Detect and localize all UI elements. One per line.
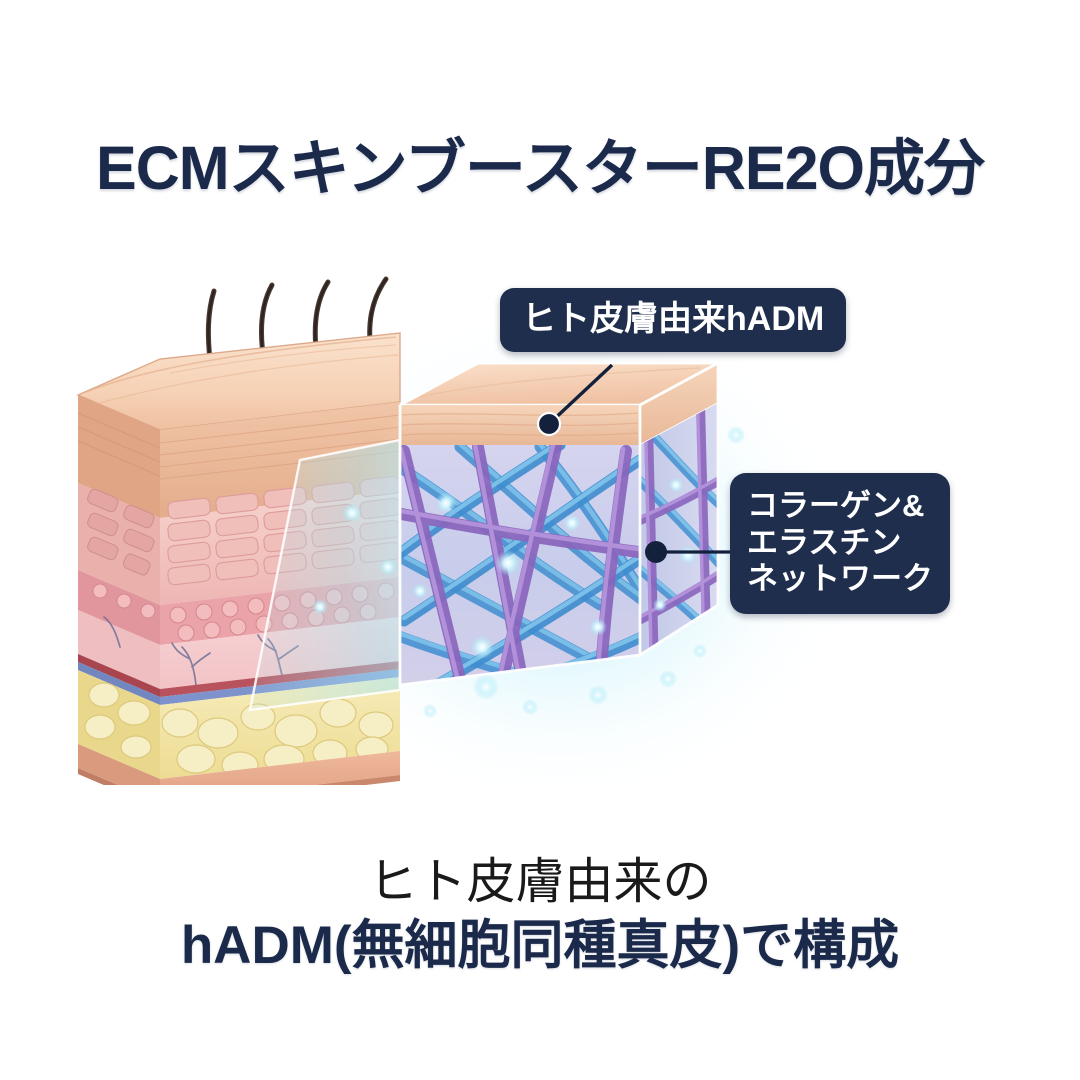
callout-network-line3: ネットワーク [747,561,933,597]
callout-leader-network [645,541,740,563]
caption-line-1: ヒト皮膚由来の [368,855,712,909]
hypodermis-base [78,744,400,785]
callout-network-line1: コラーゲン& [747,488,925,523]
callout-label-hadm[interactable]: ヒト皮膚由来hADM [500,288,847,353]
caption-line-2: hADM(無細胞同種真皮)で構成 [180,916,900,975]
skin-surface-top [76,332,401,431]
hair-group [205,276,389,378]
callout-label-network[interactable]: コラーゲン& エラスチン ネットワーク [730,473,950,614]
subcutaneous-fat-layer [78,670,400,779]
glow-particle-group-right [653,477,698,612]
glow-particle-group-front [412,492,607,659]
page-title: ECMスキンブースターRE2O成分 [96,134,985,202]
callout-network-line2: エラスチン [747,524,902,560]
skin-illustration-svg [76,276,860,785]
illustration-stage [0,255,1080,785]
cube-edges [398,360,720,687]
callout-leader-hadm [536,363,614,437]
ecm-fiber-cube [343,345,773,745]
